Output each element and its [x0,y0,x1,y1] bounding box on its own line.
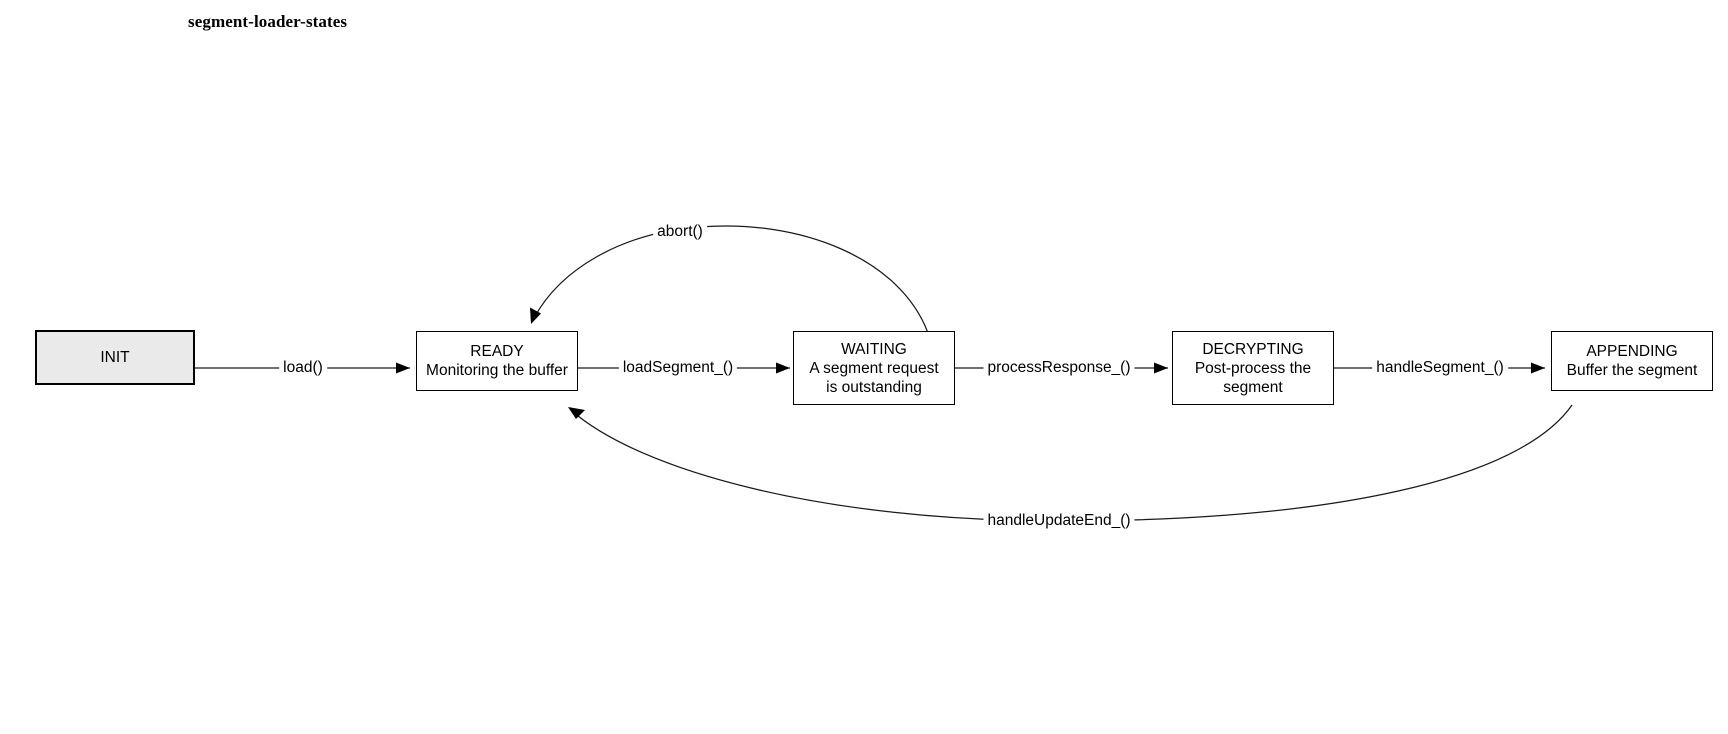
state-node-appending[interactable]: APPENDING Buffer the segment [1551,331,1713,391]
state-node-decrypting-title: DECRYPTING [1202,340,1304,358]
state-node-appending-desc: Buffer the segment [1566,362,1698,379]
state-node-waiting-title: WAITING [841,340,907,358]
edge-label-handle-segment: handleSegment_() [1372,359,1508,377]
edge-label-load: load() [279,359,327,377]
state-node-ready[interactable]: READY Monitoring the buffer [416,331,578,391]
arrowhead-decrypting-appending [1531,362,1545,374]
arrowhead-appending-ready [568,407,585,419]
state-node-init[interactable]: INIT [35,330,195,385]
edge-label-abort: abort() [653,223,707,241]
edge-appending-ready [568,404,1573,522]
arrowhead-ready-waiting [776,362,790,374]
state-node-ready-title: READY [470,343,524,360]
edge-label-load-segment: loadSegment_() [618,359,738,377]
state-node-waiting-desc: A segment request is outstanding [809,359,939,396]
arrowhead-waiting-decrypting [1154,362,1168,374]
edge-waiting-ready-abort [530,225,929,334]
state-node-decrypting-desc: Post-process the segment [1194,359,1312,396]
state-node-init-title: INIT [100,349,130,366]
state-node-ready-desc: Monitoring the buffer [426,362,568,379]
diagram-title: segment-loader-states [188,12,348,31]
edge-label-handle-update-end: handleUpdateEnd_() [983,512,1135,530]
state-node-decrypting[interactable]: DECRYPTING Post-process the segment [1172,331,1334,405]
edge-label-process-response: processResponse_() [983,359,1135,377]
state-node-waiting[interactable]: WAITING A segment request is outstanding [793,331,955,405]
state-node-appending-title: APPENDING [1586,343,1678,360]
arrowhead-init-ready [396,362,410,374]
arrowhead-waiting-ready-abort [530,307,541,324]
